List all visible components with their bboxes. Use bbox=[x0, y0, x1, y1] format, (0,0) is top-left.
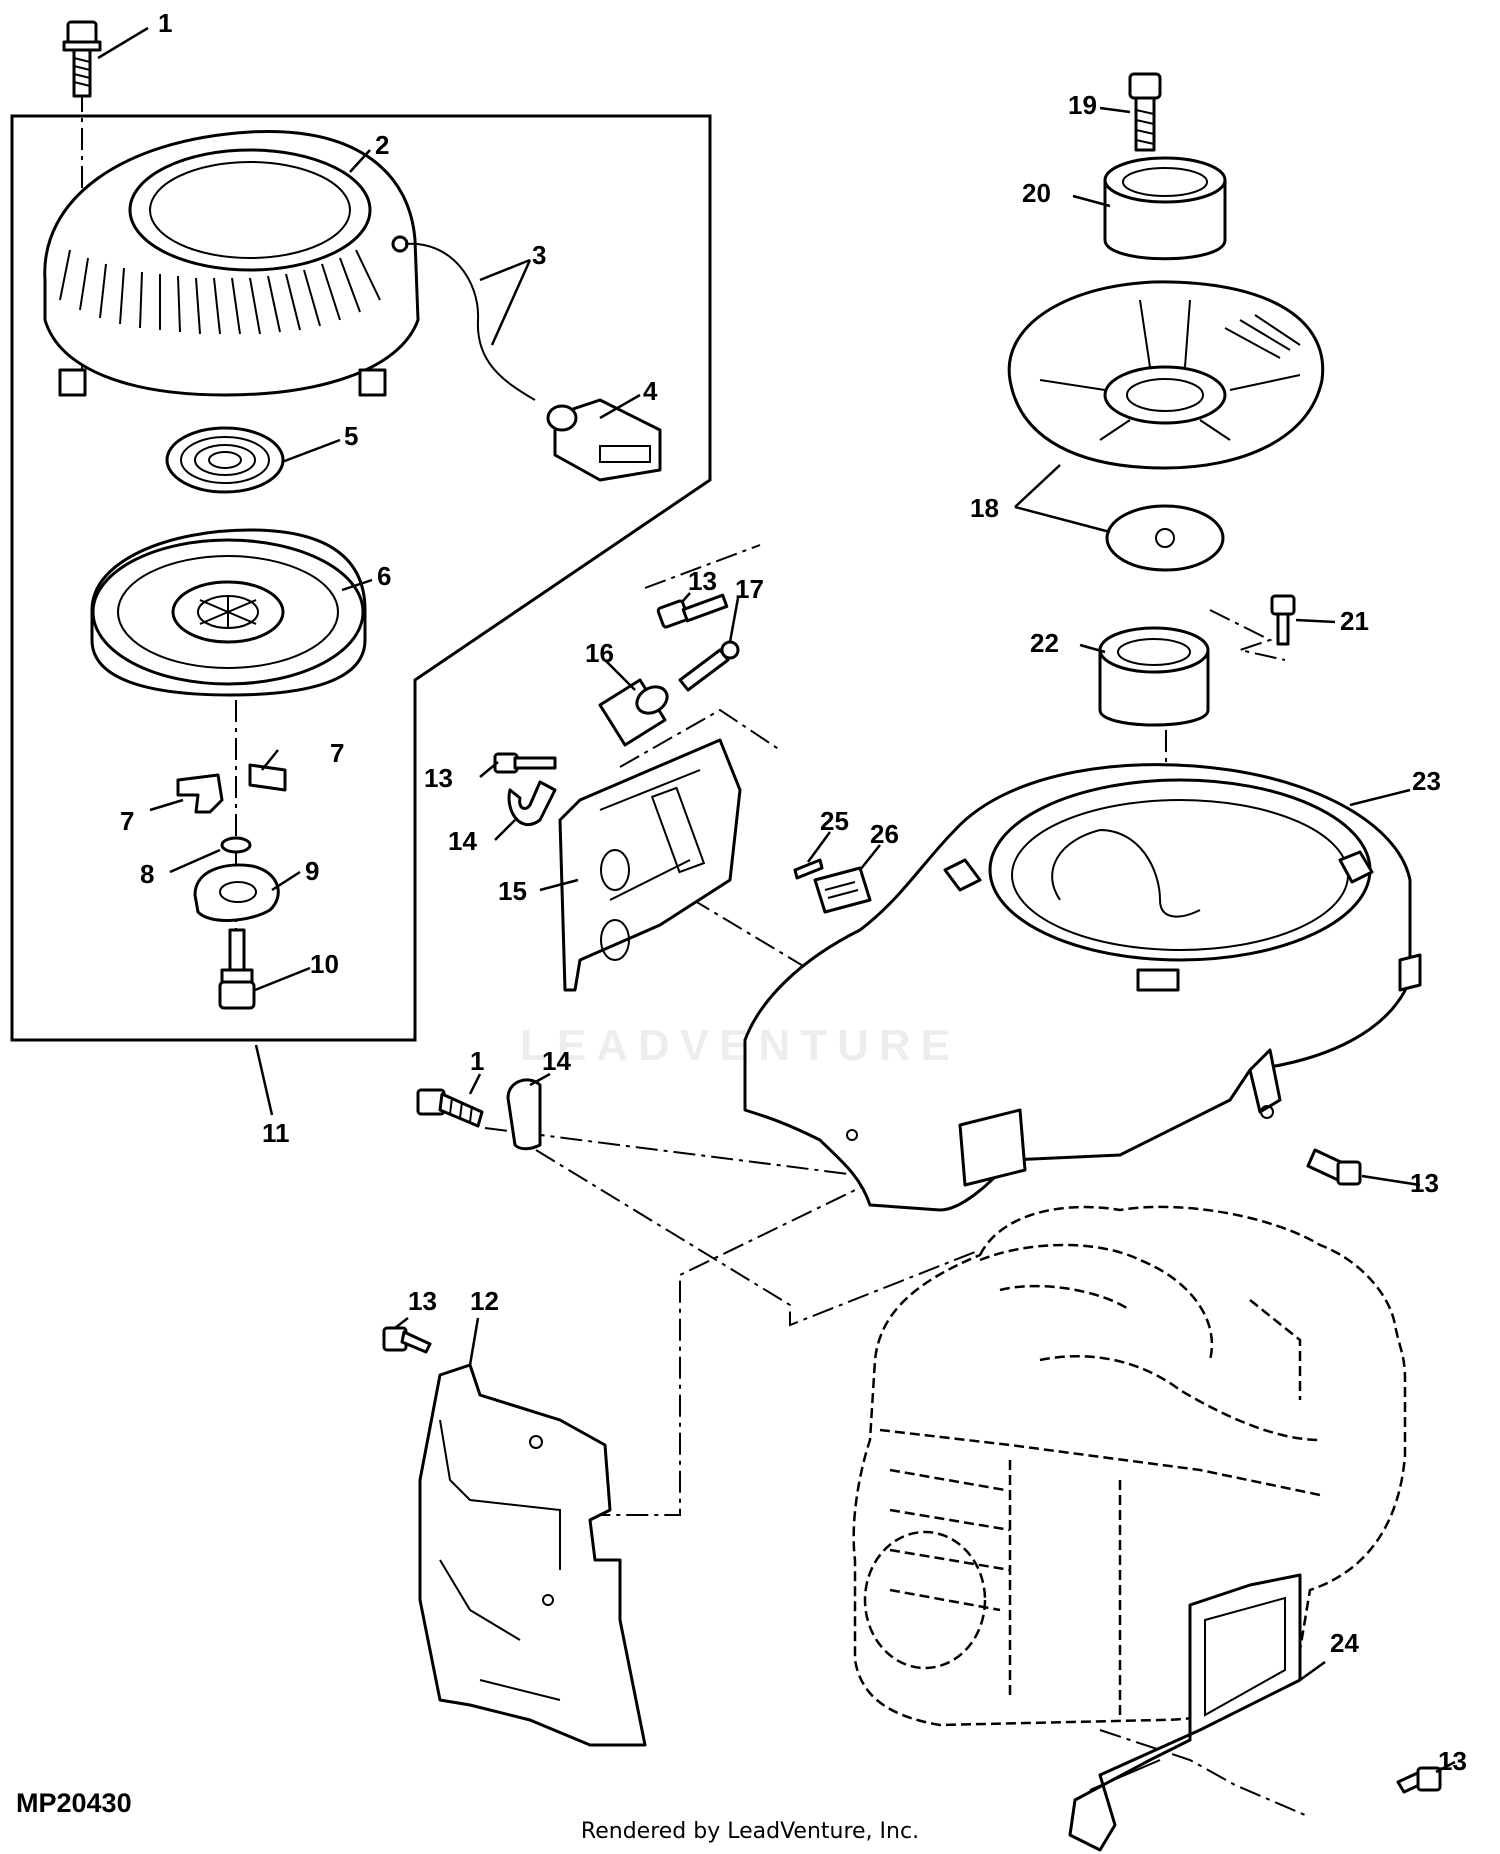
retainer-part-9 bbox=[193, 863, 280, 922]
pin-part-25 bbox=[793, 858, 824, 880]
callout-label: 17 bbox=[735, 574, 764, 604]
callout-label: 23 bbox=[1412, 766, 1441, 796]
rotating-screen-part-18 bbox=[1007, 280, 1325, 572]
callout-label: 3 bbox=[532, 240, 546, 270]
figure-id: MP20430 bbox=[16, 1788, 132, 1818]
spacer-part-16 bbox=[598, 678, 669, 747]
bolt-part-13-right bbox=[1306, 1148, 1362, 1186]
callout-label: 5 bbox=[344, 421, 358, 451]
callout-label: 7 bbox=[120, 806, 134, 836]
callout-leader-lines bbox=[97, 26, 1456, 1774]
callout-label: 13 bbox=[424, 763, 453, 793]
bolt-part-13-left bbox=[493, 752, 557, 774]
cylinder-shield-part-12 bbox=[418, 1363, 647, 1747]
bolt-part-13-upper bbox=[656, 593, 729, 629]
callout-label: 1 bbox=[158, 8, 172, 38]
callout-label: 15 bbox=[498, 876, 527, 906]
bolt-part-1-lower bbox=[416, 1088, 484, 1128]
callout-label: 10 bbox=[310, 949, 339, 979]
callout-label: 4 bbox=[643, 376, 658, 406]
bolt-part-13-lower-left bbox=[382, 1326, 432, 1354]
callout-label: 26 bbox=[870, 819, 899, 849]
callout-label: 16 bbox=[585, 638, 614, 668]
cable-clip-part-14-upper bbox=[507, 780, 557, 827]
callout-label: 22 bbox=[1030, 628, 1059, 658]
pawl-part-7-right bbox=[248, 763, 287, 792]
starter-housing-part-2 bbox=[43, 130, 420, 397]
callout-label: 8 bbox=[140, 859, 154, 889]
starter-handle-part-4 bbox=[546, 398, 662, 482]
starter-rope-part-3 bbox=[404, 242, 536, 401]
callout-label: 11 bbox=[262, 1118, 290, 1148]
callout-label: 18 bbox=[970, 493, 999, 523]
pawl-part-7-left bbox=[176, 773, 224, 814]
cable-clip-part-14-lower bbox=[506, 1078, 542, 1151]
lower-shield-part-24 bbox=[1068, 1573, 1302, 1852]
callout-label: 21 bbox=[1340, 606, 1369, 636]
drive-cup-part-20 bbox=[1103, 156, 1227, 261]
starter-pulley-part-6 bbox=[90, 528, 367, 697]
bolt-part-13-bottom-right bbox=[1396, 1766, 1442, 1794]
screw-part-10 bbox=[218, 928, 256, 1010]
engine-block-reference-outline bbox=[852, 1205, 1407, 1727]
callout-label: 13 bbox=[688, 566, 717, 596]
recoil-starter-group-frame bbox=[10, 114, 712, 1042]
callout-label: 12 bbox=[470, 1286, 499, 1316]
callout-label: 13 bbox=[408, 1286, 437, 1316]
bracket-part-15 bbox=[558, 738, 742, 992]
watermark-text: LEADVENTURE bbox=[520, 1021, 960, 1070]
callout-label: 19 bbox=[1068, 90, 1097, 120]
bolt-part-19 bbox=[1128, 72, 1162, 152]
callout-label: 13 bbox=[1438, 1746, 1467, 1776]
render-credit: Rendered by LeadVenture, Inc. bbox=[581, 1819, 919, 1844]
decal-part-26 bbox=[813, 866, 872, 914]
callout-label: 25 bbox=[820, 806, 849, 836]
callout-label: 24 bbox=[1330, 1628, 1359, 1658]
blower-housing-part-23 bbox=[743, 763, 1422, 1212]
screw-part-21 bbox=[1270, 594, 1296, 646]
fan-hub-part-22 bbox=[1098, 626, 1210, 727]
washer-part-8 bbox=[220, 836, 252, 854]
callout-label: 1 bbox=[470, 1046, 484, 1076]
bolt-part-1 bbox=[62, 20, 102, 98]
callout-label: 14 bbox=[542, 1046, 571, 1076]
callout-labels: 1 2 3 4 5 6 7 7 8 9 10 11 12 13 13 13 13… bbox=[120, 8, 1467, 1776]
callout-label: 13 bbox=[1410, 1168, 1439, 1198]
callout-label: 6 bbox=[377, 561, 391, 591]
callout-label: 2 bbox=[375, 130, 389, 160]
callout-label: 20 bbox=[1022, 178, 1051, 208]
callout-label: 9 bbox=[305, 856, 319, 886]
callout-label: 14 bbox=[448, 826, 477, 856]
washer-part-17 bbox=[678, 640, 740, 692]
callout-label: 7 bbox=[330, 738, 344, 768]
recoil-spring-part-5 bbox=[165, 426, 285, 494]
